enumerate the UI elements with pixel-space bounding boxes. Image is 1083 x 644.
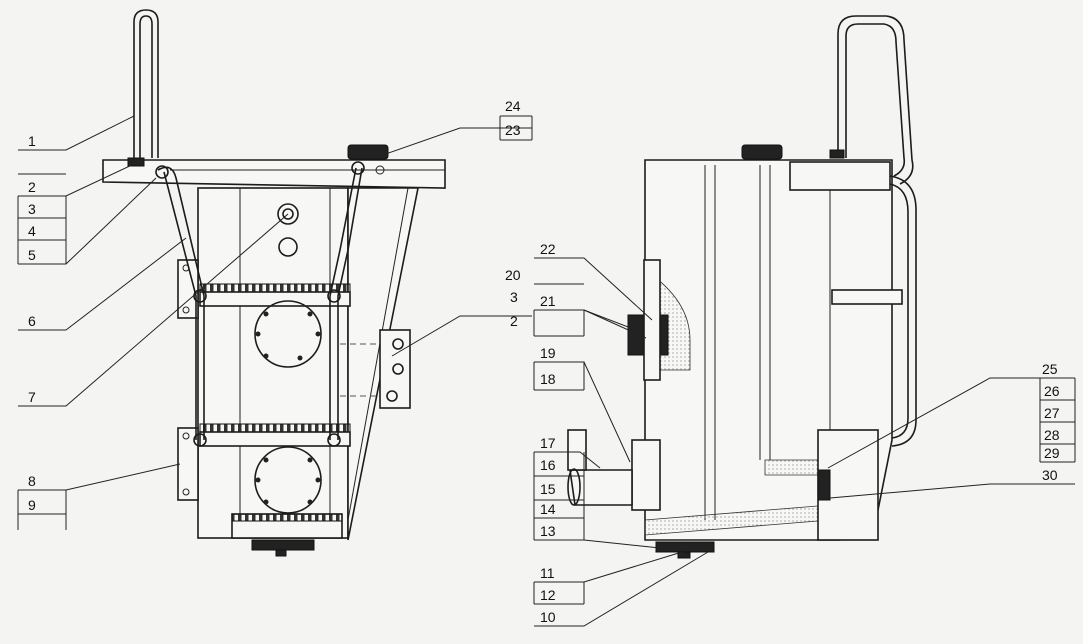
label-17: 17 xyxy=(540,435,556,451)
label-24: 24 xyxy=(505,98,521,114)
label-29: 29 xyxy=(1044,445,1060,461)
bottom-fitting-left xyxy=(251,539,315,551)
cap-knob xyxy=(347,144,389,160)
tube-left xyxy=(157,166,205,440)
label-18: 18 xyxy=(540,371,556,387)
label-7: 7 xyxy=(28,389,36,405)
label-1: 1 xyxy=(28,133,36,149)
label-9: 9 xyxy=(28,497,36,513)
label-2-right: 2 xyxy=(510,313,518,329)
label-26: 26 xyxy=(1044,383,1060,399)
lifting-handle-right xyxy=(837,15,914,185)
label-13: 13 xyxy=(540,523,556,539)
label-28: 28 xyxy=(1044,427,1060,443)
label-11: 11 xyxy=(540,565,555,581)
right-view xyxy=(499,15,1076,627)
motor-upper xyxy=(254,300,322,368)
label-6: 6 xyxy=(28,313,36,329)
tube-right xyxy=(329,167,363,440)
label-30: 30 xyxy=(1042,467,1058,483)
label-15: 15 xyxy=(540,481,556,497)
rack-upper xyxy=(199,283,351,293)
port-lower xyxy=(278,237,298,257)
outer-pipe xyxy=(889,175,917,447)
label-10: 10 xyxy=(540,609,556,625)
label-23: 23 xyxy=(505,122,521,138)
label-2-left: 2 xyxy=(28,179,36,195)
rack-lower xyxy=(199,423,351,433)
left-view xyxy=(17,9,532,557)
label-8: 8 xyxy=(28,473,36,489)
pipe-15 xyxy=(569,469,633,506)
port-upper xyxy=(277,203,299,225)
top-box xyxy=(789,161,891,191)
label-19: 19 xyxy=(540,345,556,361)
label-3-right: 3 xyxy=(510,289,518,305)
label-25: 25 xyxy=(1042,361,1058,377)
cap-knob-right xyxy=(741,144,783,160)
label-5: 5 xyxy=(28,247,36,263)
motor-lower xyxy=(254,446,322,514)
label-12: 12 xyxy=(540,587,556,603)
side-mount-plate xyxy=(379,329,411,409)
label-16: 16 xyxy=(540,457,556,473)
label-22: 22 xyxy=(540,241,556,257)
part-labels: 1 2 3 4 5 6 7 8 9 24 23 22 21 20 3 2 19 … xyxy=(28,98,1060,625)
label-21: 21 xyxy=(540,293,556,309)
lifting-handle xyxy=(133,9,159,158)
bracket-upper xyxy=(177,259,199,319)
label-27: 27 xyxy=(1044,405,1060,421)
label-3-left: 3 xyxy=(28,201,36,217)
pipe-stub-17 xyxy=(567,429,587,471)
bottom-fitting-right xyxy=(655,541,715,553)
label-4: 4 xyxy=(28,223,36,239)
flange-16 xyxy=(631,439,661,511)
label-14: 14 xyxy=(540,501,556,517)
label-20: 20 xyxy=(505,267,521,283)
side-shaft xyxy=(831,289,903,305)
top-plate xyxy=(102,159,446,189)
